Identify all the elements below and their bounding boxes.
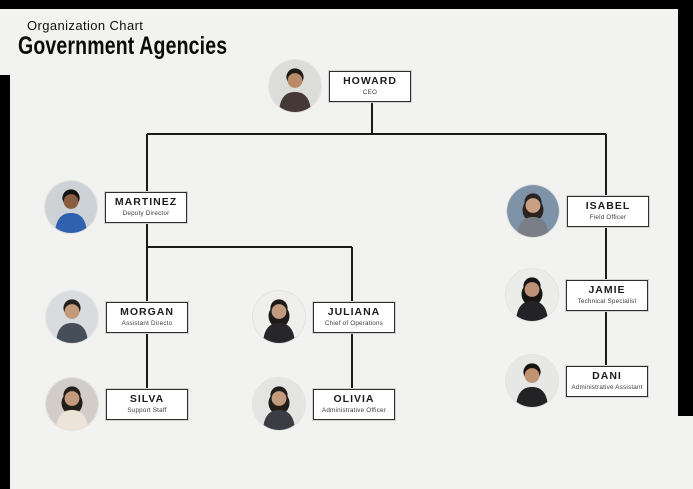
employee-name: ISABEL	[585, 200, 631, 213]
employee-title: Administrative Officer	[321, 407, 387, 414]
employee-name: MARTINEZ	[114, 196, 178, 209]
node-box[interactable]: JULIANA Chief of Operations	[312, 301, 396, 334]
employee-photo	[46, 291, 98, 343]
employee-name: JULIANA	[327, 306, 381, 319]
node-box[interactable]: SILVA Support Staff	[105, 388, 189, 421]
employee-photo	[46, 378, 98, 430]
employee-title: Deputy Director	[122, 210, 170, 217]
employee-name: HOWARD	[343, 75, 397, 88]
employee-name: OLIVIA	[333, 393, 375, 406]
org-node-martinez[interactable]: MARTINEZ Deputy Director	[45, 181, 188, 233]
node-box[interactable]: MORGAN Assistant Directo	[105, 301, 189, 334]
employee-title: Technical Specialist	[577, 298, 637, 305]
employee-title: Administrative Assistant	[571, 384, 643, 391]
org-node-isabel[interactable]: ISABEL Field Officer	[507, 185, 650, 237]
node-box[interactable]: OLIVIA Administrative Officer	[312, 388, 396, 421]
employee-photo	[45, 181, 97, 233]
org-node-silva[interactable]: SILVA Support Staff	[46, 378, 189, 430]
node-box[interactable]: HOWARD CEO	[328, 70, 412, 103]
employee-name: SILVA	[129, 393, 165, 406]
employee-photo	[253, 291, 305, 343]
employee-title: Field Officer	[589, 214, 627, 221]
org-node-juliana[interactable]: JULIANA Chief of Operations	[253, 291, 396, 343]
employee-title: Assistant Directo	[121, 320, 173, 327]
chart-header: Organization Chart Government Agencies	[18, 18, 286, 59]
org-node-howard[interactable]: HOWARD CEO	[269, 60, 412, 112]
employee-title: Support Staff	[127, 407, 167, 414]
employee-title: CEO	[362, 89, 378, 96]
frame-bar-top	[0, 0, 693, 9]
page-title: Government Agencies	[18, 32, 228, 60]
frame-bar-left	[0, 75, 10, 489]
employee-photo	[269, 60, 321, 112]
chart-eyebrow: Organization Chart	[27, 18, 144, 33]
node-box[interactable]: DANI Administrative Assistant	[565, 365, 649, 398]
org-node-olivia[interactable]: OLIVIA Administrative Officer	[253, 378, 396, 430]
org-node-dani[interactable]: DANI Administrative Assistant	[506, 355, 649, 407]
node-box[interactable]: JAMIE Technical Specialist	[565, 279, 649, 312]
node-box[interactable]: MARTINEZ Deputy Director	[104, 191, 188, 224]
employee-photo	[506, 355, 558, 407]
employee-name: MORGAN	[120, 306, 174, 319]
frame-bar-right	[678, 0, 693, 416]
employee-photo	[507, 185, 559, 237]
employee-photo	[253, 378, 305, 430]
node-box[interactable]: ISABEL Field Officer	[566, 195, 650, 228]
employee-name: DANI	[592, 370, 622, 383]
employee-name: JAMIE	[588, 284, 626, 297]
employee-photo	[506, 269, 558, 321]
employee-title: Chief of Operations	[324, 320, 384, 327]
org-node-jamie[interactable]: JAMIE Technical Specialist	[506, 269, 649, 321]
org-node-morgan[interactable]: MORGAN Assistant Directo	[46, 291, 189, 343]
